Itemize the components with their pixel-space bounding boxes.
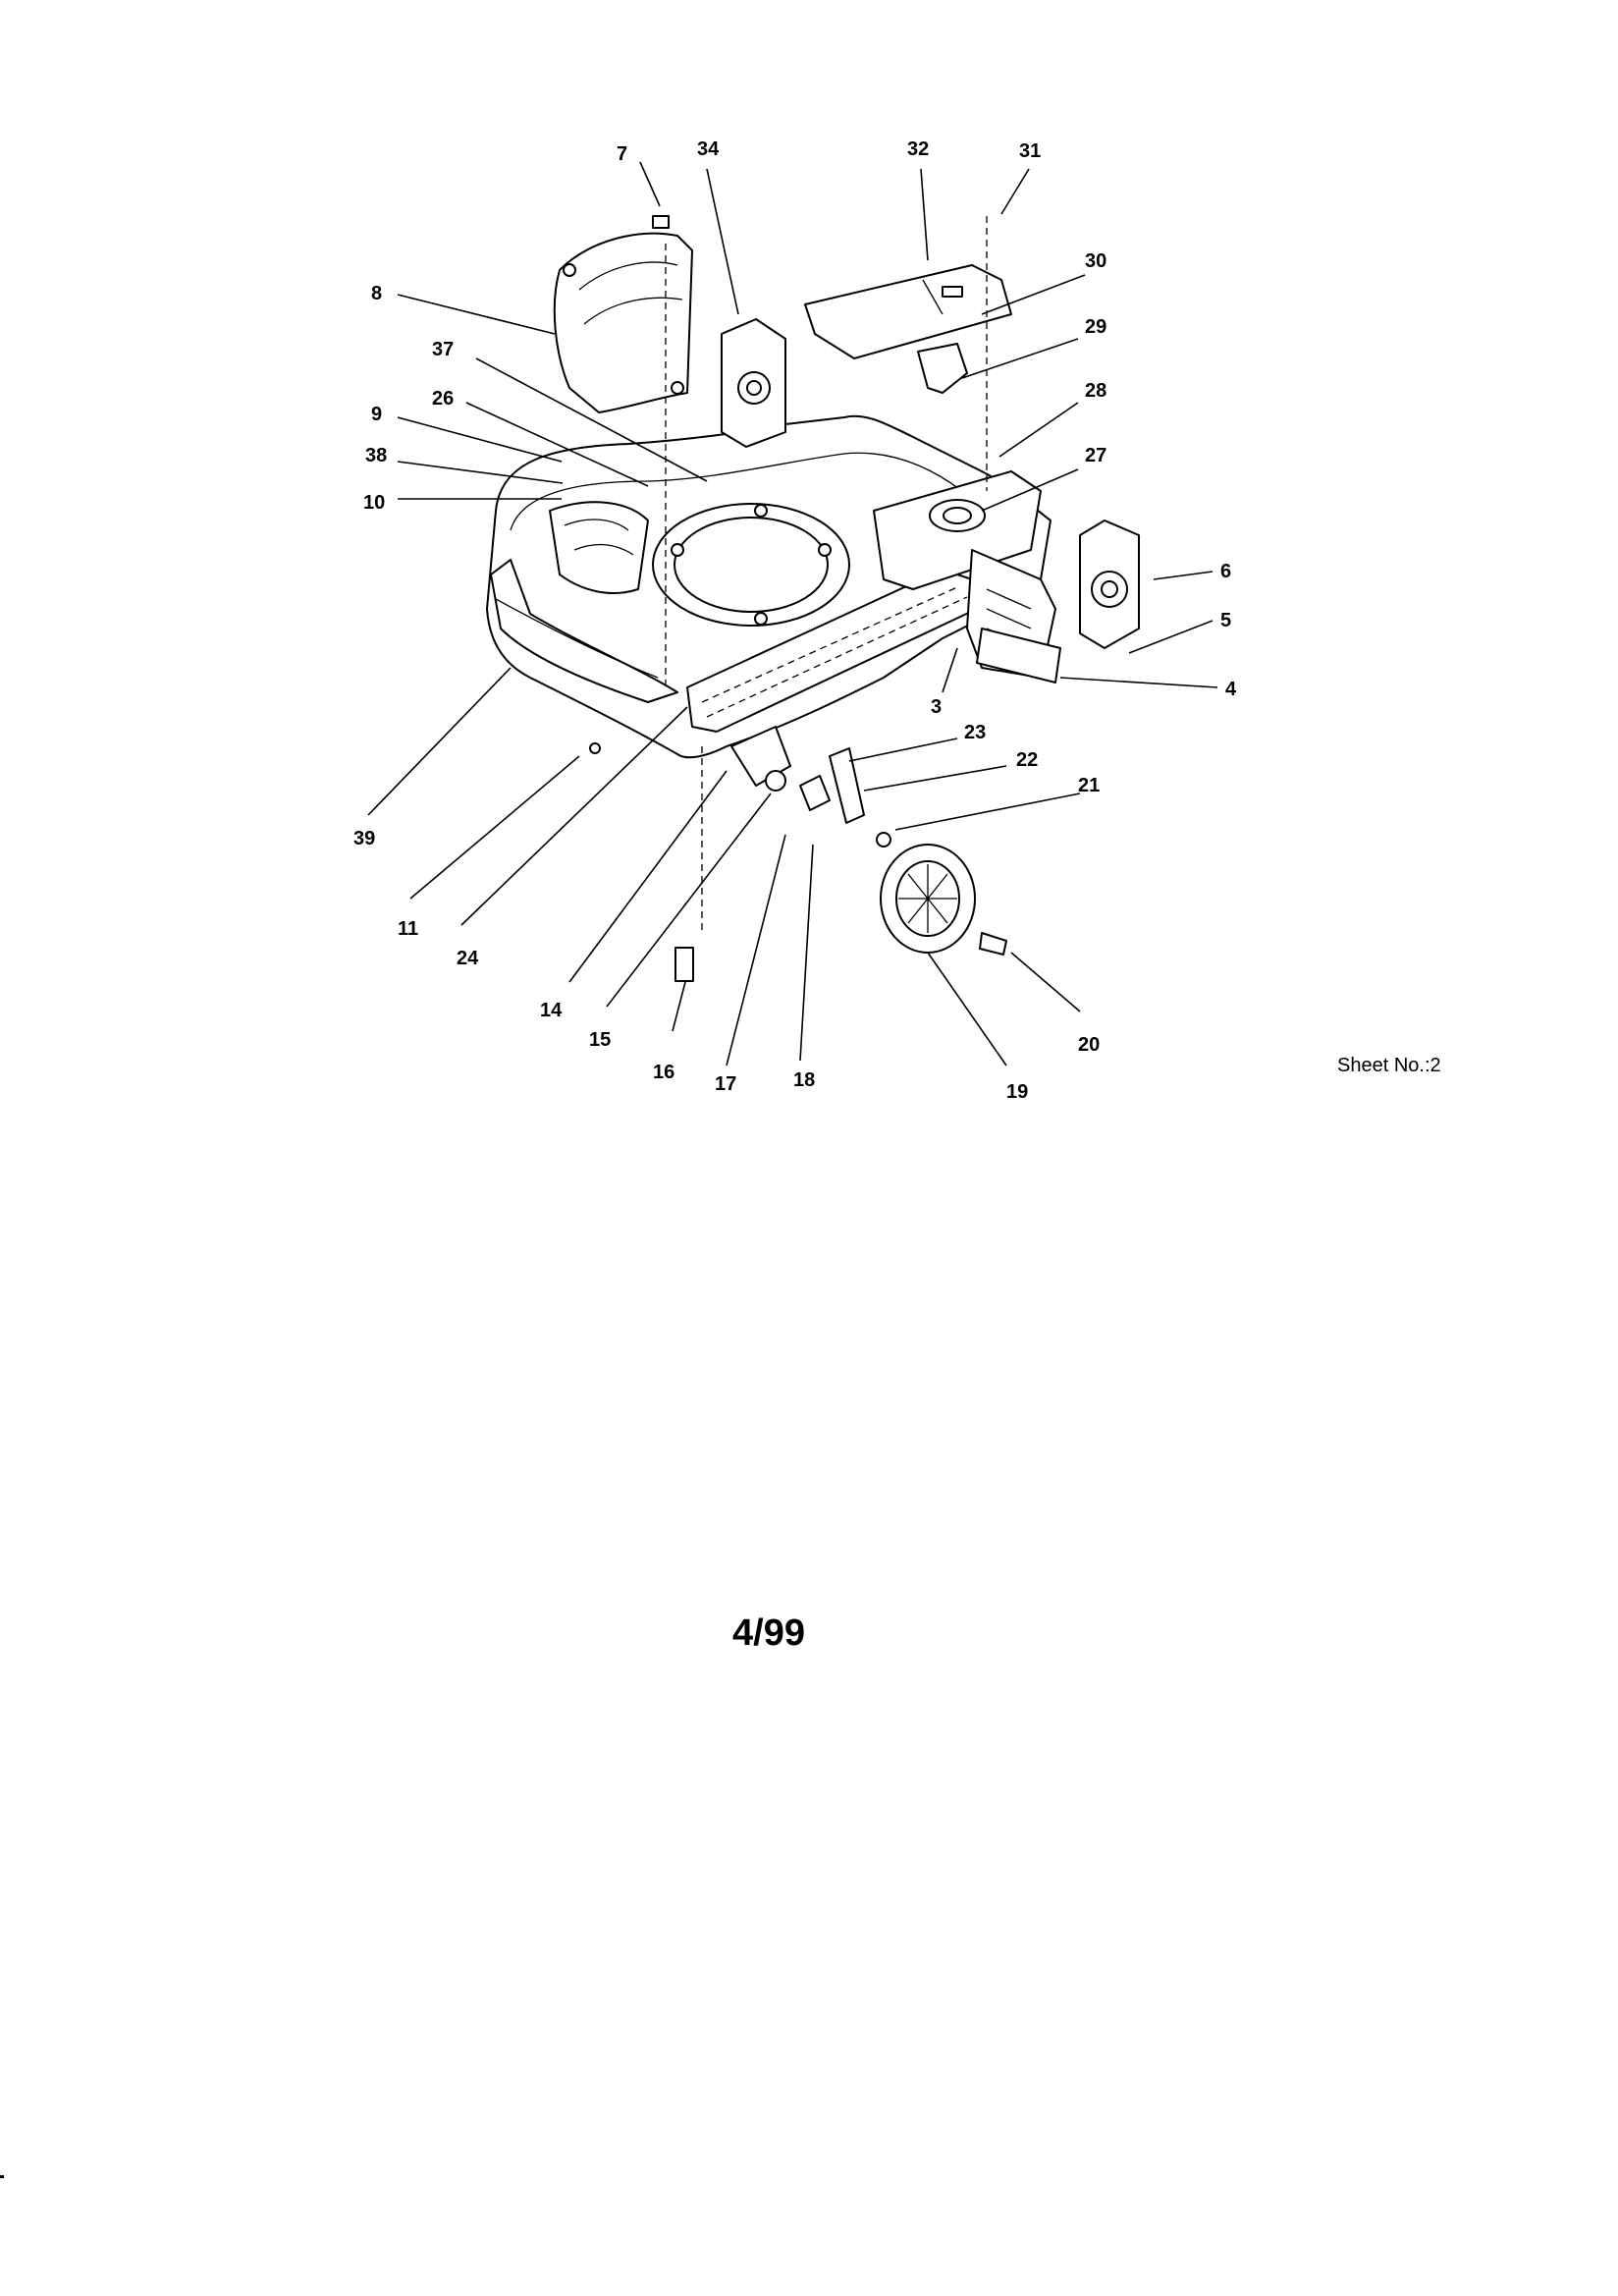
- rear-shield: [976, 628, 1061, 683]
- page-footer: 4/99: [732, 1613, 805, 1654]
- callout-18: 18: [793, 1069, 815, 1091]
- callout-29: 29: [1085, 316, 1106, 338]
- callout-37: 37: [432, 339, 454, 360]
- callout-27: 27: [1085, 445, 1106, 466]
- callout-8: 8: [371, 283, 382, 304]
- callout-30: 30: [1085, 250, 1106, 272]
- callout-21: 21: [1078, 775, 1100, 796]
- callout-15: 15: [589, 1029, 611, 1051]
- callout-9: 9: [371, 404, 382, 425]
- callout-16: 16: [653, 1062, 674, 1083]
- callout-11: 11: [398, 918, 418, 940]
- callout-38: 38: [365, 445, 387, 466]
- callout-10: 10: [363, 492, 385, 514]
- callout-28: 28: [1085, 380, 1106, 402]
- callout-7: 7: [617, 143, 627, 165]
- callout-labels: 7 34 32 31 30 29 28 27 8 37 26 9 38 10 6…: [353, 138, 1237, 1100]
- front-wheel-assembly: [589, 726, 1007, 982]
- right-adjuster-plate: [1079, 519, 1140, 649]
- callout-23: 23: [964, 722, 986, 743]
- mower-deck: [486, 414, 1056, 759]
- callout-26: 26: [432, 388, 454, 410]
- left-adjuster-plate: [721, 318, 786, 448]
- callout-39: 39: [353, 828, 375, 849]
- callout-6: 6: [1220, 561, 1231, 582]
- callout-32: 32: [907, 138, 929, 160]
- callout-20: 20: [1078, 1034, 1100, 1056]
- callout-14: 14: [540, 1000, 563, 1021]
- bracket: [917, 343, 968, 394]
- callout-17: 17: [715, 1073, 736, 1095]
- callout-19: 19: [1006, 1081, 1028, 1100]
- callout-24: 24: [457, 948, 479, 969]
- callout-4: 4: [1225, 679, 1237, 700]
- scan-mark: [0, 2175, 4, 2178]
- callout-31: 31: [1019, 140, 1041, 162]
- callout-3: 3: [931, 696, 942, 718]
- callout-5: 5: [1220, 610, 1231, 631]
- rear-deflector: [553, 215, 693, 413]
- leader-lines: [367, 161, 1218, 1066]
- sheet-number: Sheet No.:2: [1337, 1055, 1441, 1076]
- callout-22: 22: [1016, 749, 1038, 771]
- top-cover: [804, 264, 1012, 359]
- callout-34: 34: [697, 138, 720, 160]
- parts-exploded-diagram: 7 34 32 31 30 29 28 27 8 37 26 9 38 10 6…: [353, 138, 1237, 1100]
